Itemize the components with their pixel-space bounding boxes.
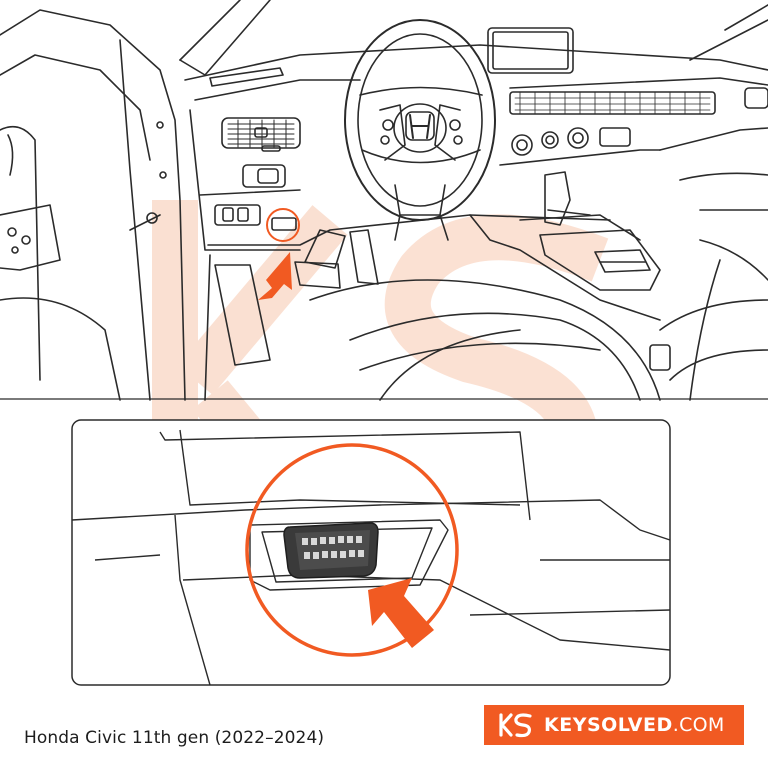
cabin-scene [0, 0, 768, 401]
vehicle-caption: Honda Civic 11th gen (2022–2024) [24, 728, 325, 748]
obd-connector [283, 522, 379, 579]
pointer-arrow-icon [258, 252, 292, 300]
detail-inset [71, 419, 671, 686]
brand-banner: KEYSOLVED.COM [484, 705, 744, 745]
honda-logo-icon [405, 111, 435, 141]
brand-tld: .COM [672, 714, 725, 736]
keysolved-logo-icon [499, 713, 532, 738]
pointer-arrow-icon [368, 578, 434, 648]
brand-name: KEYSOLVED [544, 714, 673, 736]
